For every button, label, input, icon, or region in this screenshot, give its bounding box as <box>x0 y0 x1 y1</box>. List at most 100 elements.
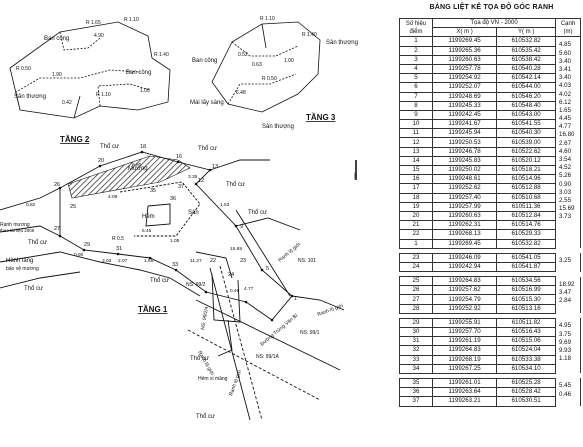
label-yard: Sân <box>188 210 199 216</box>
cell-point: 6 <box>399 82 433 93</box>
col-edge-line1: Cạnh <box>560 20 576 27</box>
edge-length: 3.41 <box>559 65 572 73</box>
cell-x: 1199261.01 <box>431 377 498 389</box>
edge-length: 5.60 <box>559 49 572 57</box>
cell-y: 610544.00 <box>496 82 556 93</box>
edge-length: 3.40 <box>559 74 572 82</box>
cell-x: 1199245.83 <box>431 155 498 167</box>
floor3-dim-2: R 1.40 <box>302 32 317 38</box>
cell-x: 1199261.19 <box>431 336 498 347</box>
edge-length: 4.52 <box>559 164 572 172</box>
edge-length: 3.25 <box>559 257 572 265</box>
point-label-12: 12 <box>198 178 204 184</box>
floor1-plan <box>0 151 345 421</box>
edge-length: 3.73 <box>559 213 572 221</box>
cell-point: 37 <box>399 396 433 407</box>
floor1-dim-11: 0.82 <box>26 202 36 208</box>
cell-x: 1199241.67 <box>431 119 498 130</box>
floor1-title: TẦNG 1 <box>138 304 168 314</box>
cell-x: 1199267.25 <box>431 363 498 374</box>
floor2-dim-4: R 0.50 <box>16 66 31 72</box>
canal-hatch-area <box>67 155 191 199</box>
cell-x: 1199255.91 <box>431 317 498 329</box>
cell-x: 1199250.53 <box>431 137 498 148</box>
label-cement-alley: Hẻm xi măng <box>198 376 228 382</box>
col-edge-line2: (m) <box>563 28 573 35</box>
floor1-dim-2: 9.80 <box>132 162 142 168</box>
cell-point: 29 <box>399 317 433 329</box>
label-house-99-2-4: NS: 99/2/4 <box>200 306 210 331</box>
label-residential-2: Thổ cư <box>198 145 217 152</box>
cell-y: 610511.82 <box>496 317 556 329</box>
cell-point: 2 <box>399 45 433 56</box>
cell-y: 610534.56 <box>496 276 556 287</box>
cell-x: 1199260.63 <box>431 54 498 65</box>
label-house-99-1: NS: 99/1 <box>300 330 320 336</box>
col-coord-header: Tọa độ VN - 2000 <box>432 17 556 29</box>
cell-point: 25 <box>399 276 433 287</box>
cell-y: 610528.42 <box>496 387 556 398</box>
point-label-5: 5 <box>266 266 269 272</box>
point-label-18: 18 <box>140 144 146 150</box>
floor3-label-balcony: Ban công <box>192 58 217 64</box>
point-label-24: 24 <box>228 272 234 278</box>
point-label-36: 36 <box>170 196 176 202</box>
cell-y: 610538.42 <box>496 54 556 65</box>
cell-edge-lengths: 3.25 <box>555 253 581 272</box>
point-label-25: 25 <box>70 204 76 210</box>
edge-length: 4.03 <box>559 82 572 90</box>
label-residential-7: Thổ cư <box>150 277 169 284</box>
edge-length: 18.92 <box>559 280 575 288</box>
coordinate-table: Số hiệu điểm Tọa độ VN - 2000 Cạnh (m) X… <box>399 17 581 407</box>
edge-length: 3.03 <box>559 188 572 196</box>
cell-x: 1199248.61 <box>431 174 498 185</box>
coordinate-table-title: BẢNG LIỆT KÊ TỌA ĐỘ GÓC RANH <box>429 4 554 11</box>
cell-x: 1199254.79 <box>431 294 498 305</box>
cell-point: 14 <box>399 155 433 167</box>
cell-y: 610516.99 <box>496 285 556 296</box>
cell-x: 1199257.62 <box>431 285 498 296</box>
cell-point: 33 <box>399 354 433 365</box>
cell-y: 610514.76 <box>496 220 556 231</box>
cell-y: 610541.55 <box>496 119 556 130</box>
floor3-dim-4: 0.63 <box>252 62 262 68</box>
floor3-dim-3: 0.52 <box>238 52 248 58</box>
floor3-dim-6: 1.00 <box>284 58 294 64</box>
cell-point: 34 <box>399 363 433 374</box>
edge-length: 0.46 <box>559 390 572 398</box>
point-label-20: 20 <box>98 158 104 164</box>
cell-y: 610522.62 <box>496 146 556 157</box>
cell-point: 27 <box>399 294 433 305</box>
cell-y: 610512.84 <box>496 210 556 222</box>
cell-point: 15 <box>399 164 433 176</box>
cell-point: 31 <box>399 336 433 347</box>
floor1-dim-5: 1.05 <box>170 238 180 244</box>
cell-x: 1199246.78 <box>431 146 498 157</box>
cell-x: 1199268.13 <box>431 229 498 240</box>
cell-y: 610534.10 <box>496 363 556 374</box>
cell-point: 30 <box>399 326 433 338</box>
cell-y: 610540.28 <box>496 63 556 75</box>
edge-length: 4.77 <box>559 123 572 131</box>
cell-y: 610518.21 <box>496 164 556 176</box>
cell-y: 610529.33 <box>496 229 556 240</box>
edge-length: 5.26 <box>559 172 572 180</box>
cell-y: 610515.30 <box>496 294 556 305</box>
cell-x: 1199252.62 <box>431 183 498 194</box>
cell-y: 610514.96 <box>496 174 556 185</box>
cell-point: 11 <box>399 128 433 139</box>
floor1-dim-12: 15.69 <box>230 246 242 252</box>
cell-y: 610533.38 <box>496 354 556 365</box>
